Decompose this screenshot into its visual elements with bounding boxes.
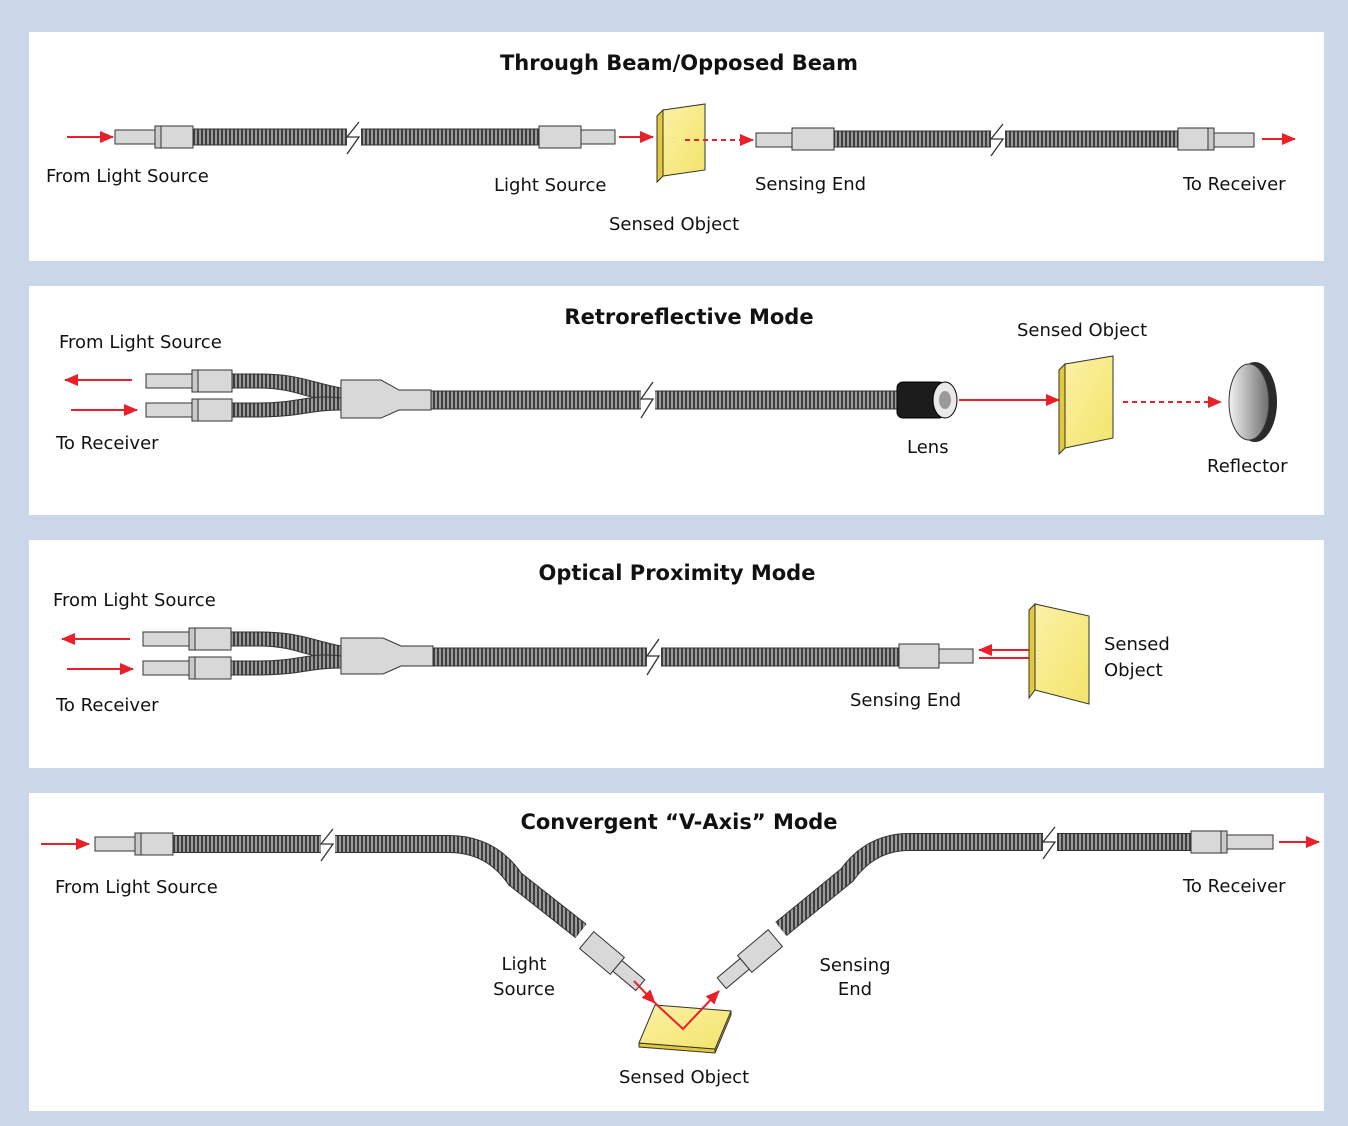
- panel-title: Through Beam/Opposed Beam: [500, 51, 858, 75]
- label-reflector: Reflector: [1207, 456, 1288, 477]
- label-from-light-source: From Light Source: [55, 877, 218, 898]
- through-beam-panel: Through Beam/Opposed Beam: [29, 32, 1324, 261]
- retroreflective-panel: Retroreflective Mode: [29, 286, 1324, 515]
- cable-break-icon: [989, 123, 1005, 157]
- cable-break-icon: [319, 828, 335, 862]
- optical-proximity-diagram: Optical Proximity Mode From Light Source…: [53, 561, 1170, 716]
- retroreflective-diagram: Retroreflective Mode: [55, 305, 1288, 477]
- optical-proximity-panel: Optical Proximity Mode From Light Source…: [29, 540, 1324, 768]
- sensed-object-card: [1058, 355, 1114, 456]
- label-sensing-line2: End: [838, 979, 872, 1000]
- label-to-receiver: To Receiver: [1182, 876, 1286, 897]
- receiver-fiber-cable: [755, 123, 1255, 157]
- label-from-light-source: From Light Source: [46, 166, 209, 187]
- sensed-object-tile: [638, 1004, 732, 1054]
- bifurcated-fiber-cable: [145, 369, 898, 422]
- cable-break-icon: [345, 121, 361, 155]
- label-sensing-end: Sensing End: [850, 690, 961, 711]
- cable-break-icon: [639, 381, 655, 419]
- cable-break-icon: [1041, 826, 1057, 860]
- label-from-light-source: From Light Source: [59, 332, 222, 353]
- label-light-line1: Light: [502, 954, 547, 975]
- receiver-fiber-cable: [716, 826, 1274, 990]
- sensed-object-card: [1028, 602, 1090, 705]
- label-sensing-end: Sensing End: [755, 174, 866, 195]
- emit-arrow: [633, 980, 656, 1004]
- label-to-receiver: To Receiver: [55, 695, 159, 716]
- convergent-v-axis-diagram: Convergent “V-Axis” Mode: [41, 810, 1320, 1088]
- label-sensed-line1: Sensed: [1104, 634, 1170, 655]
- label-to-receiver: To Receiver: [55, 433, 159, 454]
- sensed-object-card: [656, 103, 706, 184]
- lens: [896, 381, 958, 419]
- label-from-light-source: From Light Source: [53, 590, 216, 611]
- reflector-disc: [1228, 362, 1277, 442]
- label-sensed-object: Sensed Object: [1017, 320, 1147, 341]
- bifurcated-fiber-cable: [142, 627, 974, 680]
- source-fiber-cable: [94, 828, 646, 992]
- reflect-arrow: [654, 990, 720, 1031]
- panel-title: Convergent “V-Axis” Mode: [520, 810, 837, 834]
- label-to-receiver: To Receiver: [1182, 174, 1286, 195]
- label-sensed-object: Sensed Object: [619, 1067, 749, 1088]
- label-sensed-line2: Object: [1104, 660, 1163, 681]
- panel-title: Retroreflective Mode: [564, 305, 813, 329]
- source-fiber-cable: [114, 121, 616, 155]
- label-sensing-line1: Sensing: [819, 955, 890, 976]
- through-beam-diagram: Through Beam/Opposed Beam: [46, 51, 1296, 235]
- label-light-line2: Source: [493, 979, 555, 1000]
- convergent-v-axis-panel: Convergent “V-Axis” Mode: [29, 793, 1324, 1111]
- label-sensed-object: Sensed Object: [609, 214, 739, 235]
- label-lens: Lens: [907, 437, 949, 458]
- panel-title: Optical Proximity Mode: [539, 561, 816, 585]
- label-light-source: Light Source: [494, 175, 606, 196]
- cable-break-icon: [645, 638, 661, 676]
